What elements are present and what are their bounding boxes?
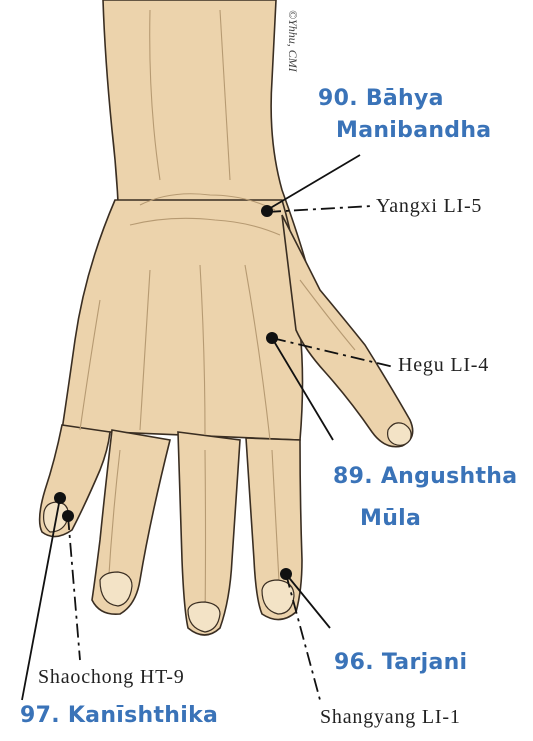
point-angushtha-mula	[266, 332, 278, 344]
copyright-signature: ©Yhhu, CMI	[285, 10, 300, 72]
label-angushtha-line2: Mūla	[360, 506, 421, 531]
nail-thumb	[388, 423, 412, 445]
label-shangyang: Shangyang LI-1	[320, 706, 461, 729]
label-kanishthika: 97. Kanīshthika	[20, 703, 218, 728]
point-kanishthika	[54, 492, 66, 504]
point-tarjani	[280, 568, 292, 580]
label-angushtha-line1: 89. Angushtha	[333, 464, 517, 489]
label-bahya-line1: 90. Bāhya	[318, 86, 444, 111]
label-bahya-line2: Manibandha	[336, 118, 491, 143]
point-bahya-manibandha	[261, 205, 273, 217]
leader-shangyang	[286, 574, 320, 700]
point-shaochong	[62, 510, 74, 522]
hand-body	[62, 200, 303, 440]
label-yangxi: Yangxi LI-5	[376, 195, 482, 218]
label-shaochong: Shaochong HT-9	[38, 666, 185, 689]
label-hegu: Hegu LI-4	[398, 354, 489, 377]
leader-bahya	[267, 155, 360, 210]
label-tarjani: 96. Tarjani	[334, 650, 467, 675]
leader-shaochong	[68, 516, 80, 660]
